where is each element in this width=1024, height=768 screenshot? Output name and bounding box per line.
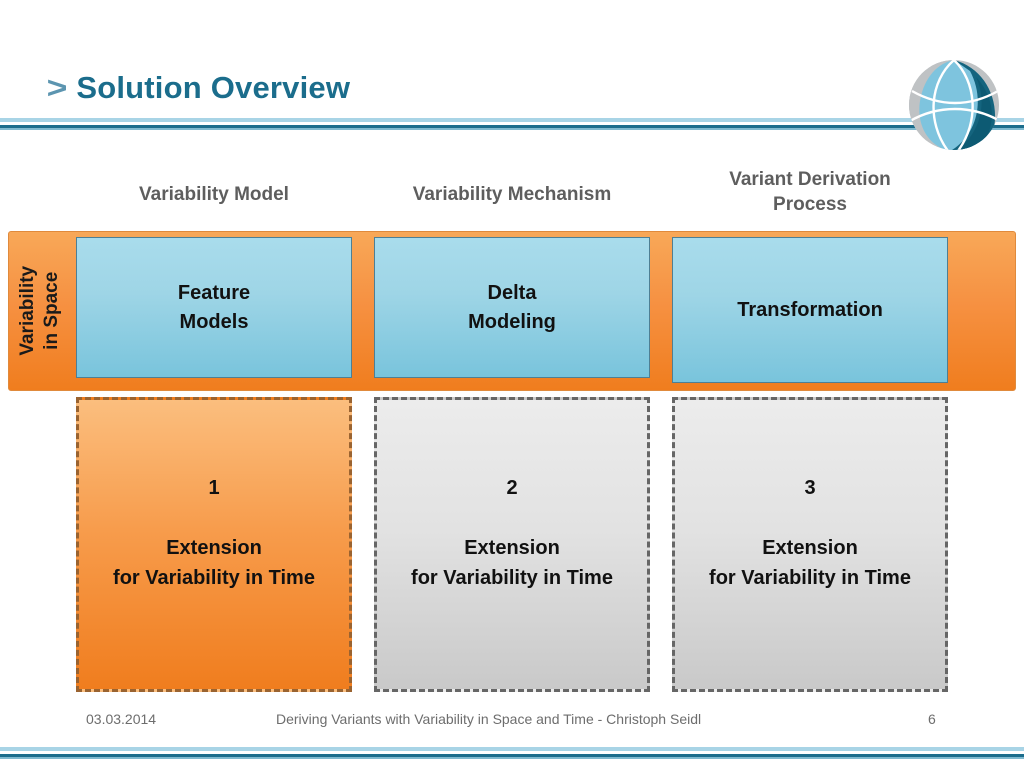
cell-transformation[interactable]: Transformation [672, 237, 948, 383]
header-rule-gap [0, 122, 1024, 125]
extension-number-1: 1 [208, 477, 220, 499]
footer-rule-dark [0, 754, 1024, 757]
footer-page-number: 6 [928, 711, 936, 727]
footer-rule-light [0, 747, 1024, 751]
footer-rule-gap [0, 751, 1024, 754]
footer-rule-light2 [0, 757, 1024, 759]
page-title-text: Solution Overview [76, 70, 351, 105]
header-rule-light [0, 118, 1024, 122]
page-title: >Solution Overview [46, 70, 351, 106]
extension-number-2: 2 [506, 477, 518, 499]
footer-date: 03.03.2014 [86, 711, 157, 727]
column-header-variability-model: Variability Model [139, 184, 289, 205]
footer-title: Deriving Variants with Variability in Sp… [276, 711, 702, 727]
extension-number-3: 3 [804, 477, 816, 499]
chevron-right-icon: > [46, 70, 68, 105]
globe-logo-icon [900, 55, 1008, 155]
column-header-variability-mechanism: Variability Mechanism [412, 184, 612, 205]
header-rule-light2 [0, 128, 1024, 130]
header-rule-dark [0, 125, 1024, 128]
